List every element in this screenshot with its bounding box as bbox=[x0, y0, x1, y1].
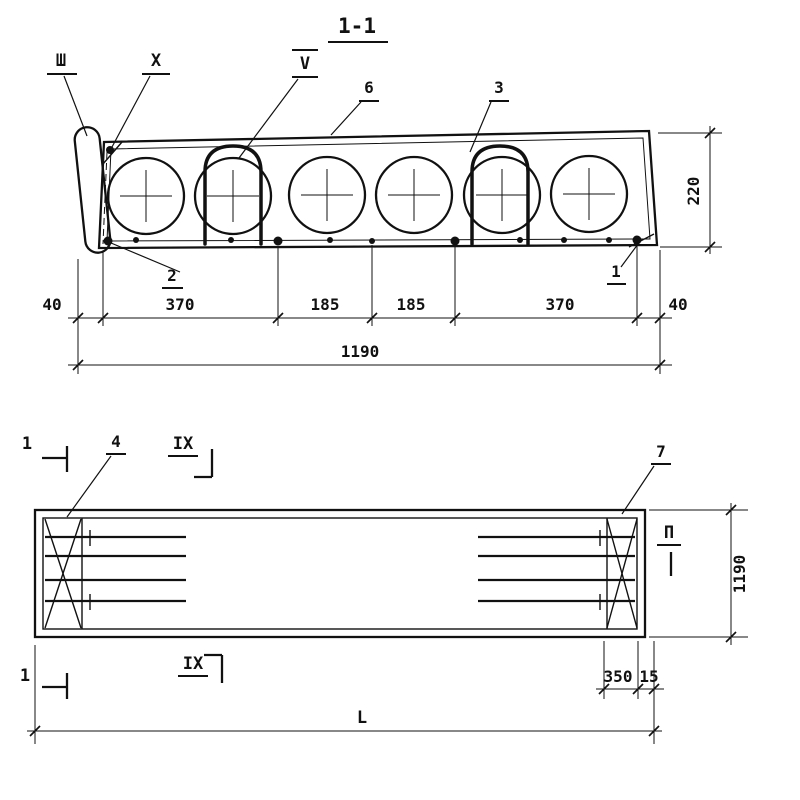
dim-15-value: 15 bbox=[639, 667, 658, 686]
dim-40-right: 40 bbox=[668, 295, 687, 314]
slab-outline bbox=[97, 129, 659, 250]
stirrup-left bbox=[203, 144, 263, 246]
dim-185-left: 185 bbox=[311, 295, 340, 314]
callout-7-label: 7 bbox=[656, 442, 666, 461]
section-cut-1-top: 1 bbox=[22, 434, 69, 472]
p-mark-label: П bbox=[664, 523, 674, 543]
right-anchor-brace bbox=[606, 518, 638, 629]
dim-length-L: L bbox=[27, 645, 662, 744]
callout-2-label: 2 bbox=[167, 266, 177, 285]
section-callouts: Ш X V 6 3 2 1 bbox=[47, 49, 639, 289]
dim-height-220: 220 bbox=[658, 126, 722, 254]
dim-185-right: 185 bbox=[397, 295, 426, 314]
cut-1-bottom-label: 1 bbox=[20, 666, 30, 686]
cut-1-top-label: 1 bbox=[22, 434, 32, 454]
section-cut-1-bottom: 1 bbox=[20, 666, 69, 699]
rebar-dots bbox=[103, 146, 642, 246]
ix-top-label: IX bbox=[173, 434, 194, 454]
left-anchor-brace bbox=[44, 518, 83, 629]
void-circle-1 bbox=[106, 156, 186, 236]
section-title: 1-1 bbox=[338, 14, 376, 38]
dim-370-right: 370 bbox=[546, 295, 575, 314]
callout-1-label: 1 bbox=[611, 262, 621, 281]
void-circle-4 bbox=[374, 155, 454, 235]
plan-inner-outline bbox=[42, 517, 638, 630]
slab-inner-line bbox=[106, 137, 651, 242]
dims-bottom: 40 370 185 185 370 40 1190 bbox=[42, 245, 688, 374]
callout-6-label: 6 bbox=[364, 78, 374, 97]
dim-350-15: 350 15 bbox=[596, 641, 664, 744]
rebar-lines-right bbox=[478, 530, 635, 610]
dim-370-left: 370 bbox=[166, 295, 195, 314]
callout-4: 4 bbox=[66, 432, 126, 518]
callout-3-label: 3 bbox=[494, 78, 504, 97]
dim-40-left: 40 bbox=[42, 295, 61, 314]
plan-view: 1 1 IX IX П bbox=[20, 432, 749, 744]
right-corner-chamfer bbox=[628, 233, 655, 248]
mark-sh-label: Ш bbox=[56, 51, 66, 71]
stirrup-right bbox=[470, 144, 530, 246]
ix-bottom-label: IX bbox=[183, 654, 204, 674]
mark-v-label: V bbox=[300, 54, 310, 74]
void-circle-6 bbox=[549, 154, 629, 234]
plan-outline bbox=[33, 508, 647, 639]
dim-1190-total: 1190 bbox=[341, 342, 380, 361]
detail-p-mark: П bbox=[657, 523, 681, 576]
callout-4-label: 4 bbox=[111, 432, 121, 451]
dim-plan-1190-value: 1190 bbox=[730, 555, 749, 594]
dim-plan-1190: 1190 bbox=[649, 503, 749, 645]
detail-ix-bottom: IX bbox=[178, 653, 224, 683]
callout-7: 7 bbox=[621, 442, 671, 515]
void-circle-3 bbox=[287, 155, 367, 235]
mark-x-label: X bbox=[151, 51, 162, 71]
left-end-dashed-line bbox=[102, 151, 108, 245]
section-view: 1-1 bbox=[42, 14, 722, 374]
dim-L-value: L bbox=[357, 708, 367, 728]
void-circle-5 bbox=[462, 155, 542, 235]
void-circles bbox=[106, 154, 629, 236]
dim-220-value: 220 bbox=[684, 177, 703, 206]
void-circle-2 bbox=[193, 156, 273, 236]
rebar-lines-left bbox=[45, 530, 186, 610]
dim-350-value: 350 bbox=[604, 667, 633, 686]
detail-ix-top: IX bbox=[168, 434, 214, 479]
